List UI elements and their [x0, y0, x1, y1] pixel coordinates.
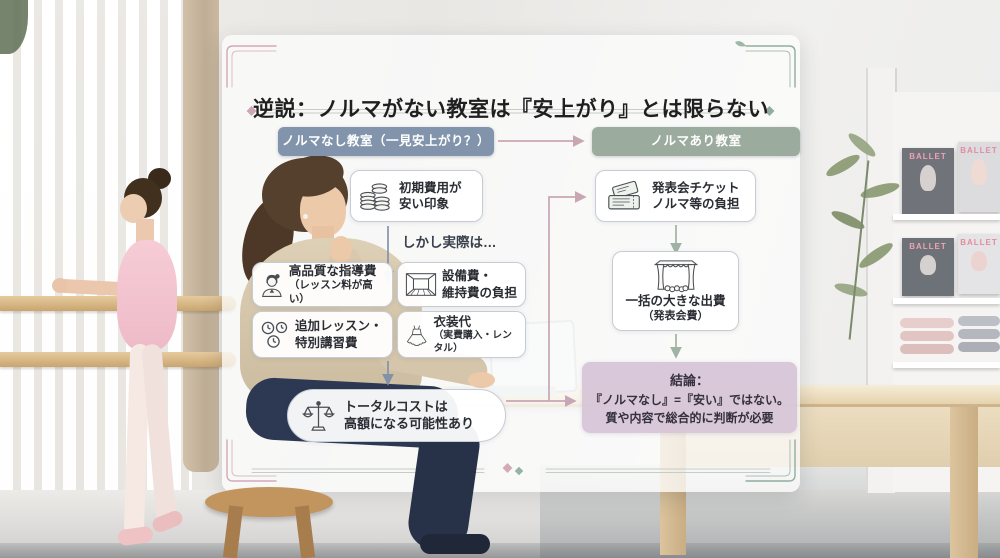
- pink-towels: [900, 318, 954, 354]
- conclusion-line2: 『ノルマなし』=『安い』ではない。: [589, 392, 789, 407]
- cost-item-line1: 高品質な指導費: [288, 263, 377, 278]
- left-column-header: ノルマなし教室（一見安上がり？）: [278, 127, 494, 156]
- shelf-board: [893, 214, 1000, 220]
- total-cost-box: トータルコストは 高額になる可能性あり: [287, 389, 506, 442]
- magazine-cover-dancer: [920, 165, 936, 191]
- total-line1: トータルコストは: [344, 398, 448, 414]
- burden-line1: 発表会チケット: [652, 180, 740, 195]
- magazine-title: BALLET: [960, 238, 998, 247]
- gray-towels: [958, 316, 1000, 352]
- cost-item-line2: （レッスン料が高い）: [288, 278, 373, 305]
- ballet-magazine: BALLET: [902, 148, 954, 214]
- expense-line2: （発表会費）: [642, 309, 709, 322]
- facility-fee-box: 設備費・ 維持費の負担: [397, 262, 526, 307]
- costume-fee-box: 衣装代 （実費購入・レンタル）: [397, 311, 526, 358]
- decorative-frame: [226, 41, 796, 482]
- ballet-barre-lower: [0, 352, 236, 367]
- initial-cost-line2: 安い印象: [399, 197, 450, 211]
- studio-room-icon: [405, 273, 437, 296]
- shelf-board: [893, 362, 1000, 368]
- magazine-title: BALLET: [960, 146, 998, 155]
- extra-lesson-box: 追加レッスン・ 特別講習費: [252, 311, 393, 358]
- ballet-magazine: BALLET: [958, 142, 1000, 212]
- shelf-board: [893, 298, 1000, 304]
- conclusion-line3: 質や内容で総合的に判断が必要: [605, 410, 774, 425]
- coins-icon: [360, 183, 390, 211]
- teacher-icon: [262, 273, 282, 297]
- stage-icon: [653, 260, 698, 292]
- big-expense-box: 一括の大きな出費 （発表会費）: [612, 251, 739, 331]
- total-line2: 高額になる可能性あり: [344, 415, 475, 431]
- instruction-fee-box: 高品質な指導費 （レッスン料が高い）: [252, 262, 393, 307]
- wooden-stool: [205, 487, 333, 517]
- desk-leg: [950, 407, 978, 558]
- conclusion-box: 結論： 『ノルマなし』=『安い』ではない。 質や内容で総合的に判断が必要: [582, 362, 797, 433]
- tutu-icon: [406, 325, 427, 346]
- earring: [303, 214, 308, 219]
- expense-line1: 一括の大きな出費: [625, 293, 726, 308]
- magazine-title: BALLET: [909, 152, 947, 161]
- cost-item-line2: 特別講習費: [295, 335, 358, 350]
- magazine-cover-dancer: [920, 255, 936, 275]
- right-column-header: ノルマあり教室: [592, 127, 800, 156]
- cost-item-line2: （実費購入・レンタル）: [433, 329, 512, 354]
- ticket-quota-box: 発表会チケット ノルマ等の負担: [595, 170, 756, 222]
- clocks-icon: [261, 321, 288, 348]
- cost-item-line1: 設備費・: [442, 269, 493, 284]
- tan-curtain: [183, 0, 219, 472]
- scales-icon: [302, 400, 335, 431]
- cost-item-line1: 追加レッスン・: [295, 319, 383, 334]
- magazine-title: BALLET: [909, 242, 947, 251]
- panel-title: 逆説：ノルマがない教室は『安上がり』とは限らない: [253, 97, 769, 121]
- initial-cost-box: 初期費用が 安い印象: [350, 170, 483, 222]
- cost-item-line1: 衣装代: [433, 314, 472, 329]
- ballet-magazine: BALLET: [958, 234, 1000, 294]
- floor-edge: [0, 543, 1000, 558]
- initial-cost-line1: 初期費用が: [399, 180, 462, 195]
- magazine-cover-dancer: [971, 251, 987, 271]
- reality-label: しかし実際は…: [402, 235, 497, 250]
- ballet-magazine: BALLET: [902, 238, 954, 296]
- magazine-cover-dancer: [971, 159, 987, 185]
- burden-line2: ノルマ等の負担: [652, 197, 740, 211]
- tickets-icon: [608, 180, 640, 209]
- cost-item-line2: 維持費の負担: [442, 285, 518, 300]
- conclusion-line1: 結論：: [669, 372, 709, 388]
